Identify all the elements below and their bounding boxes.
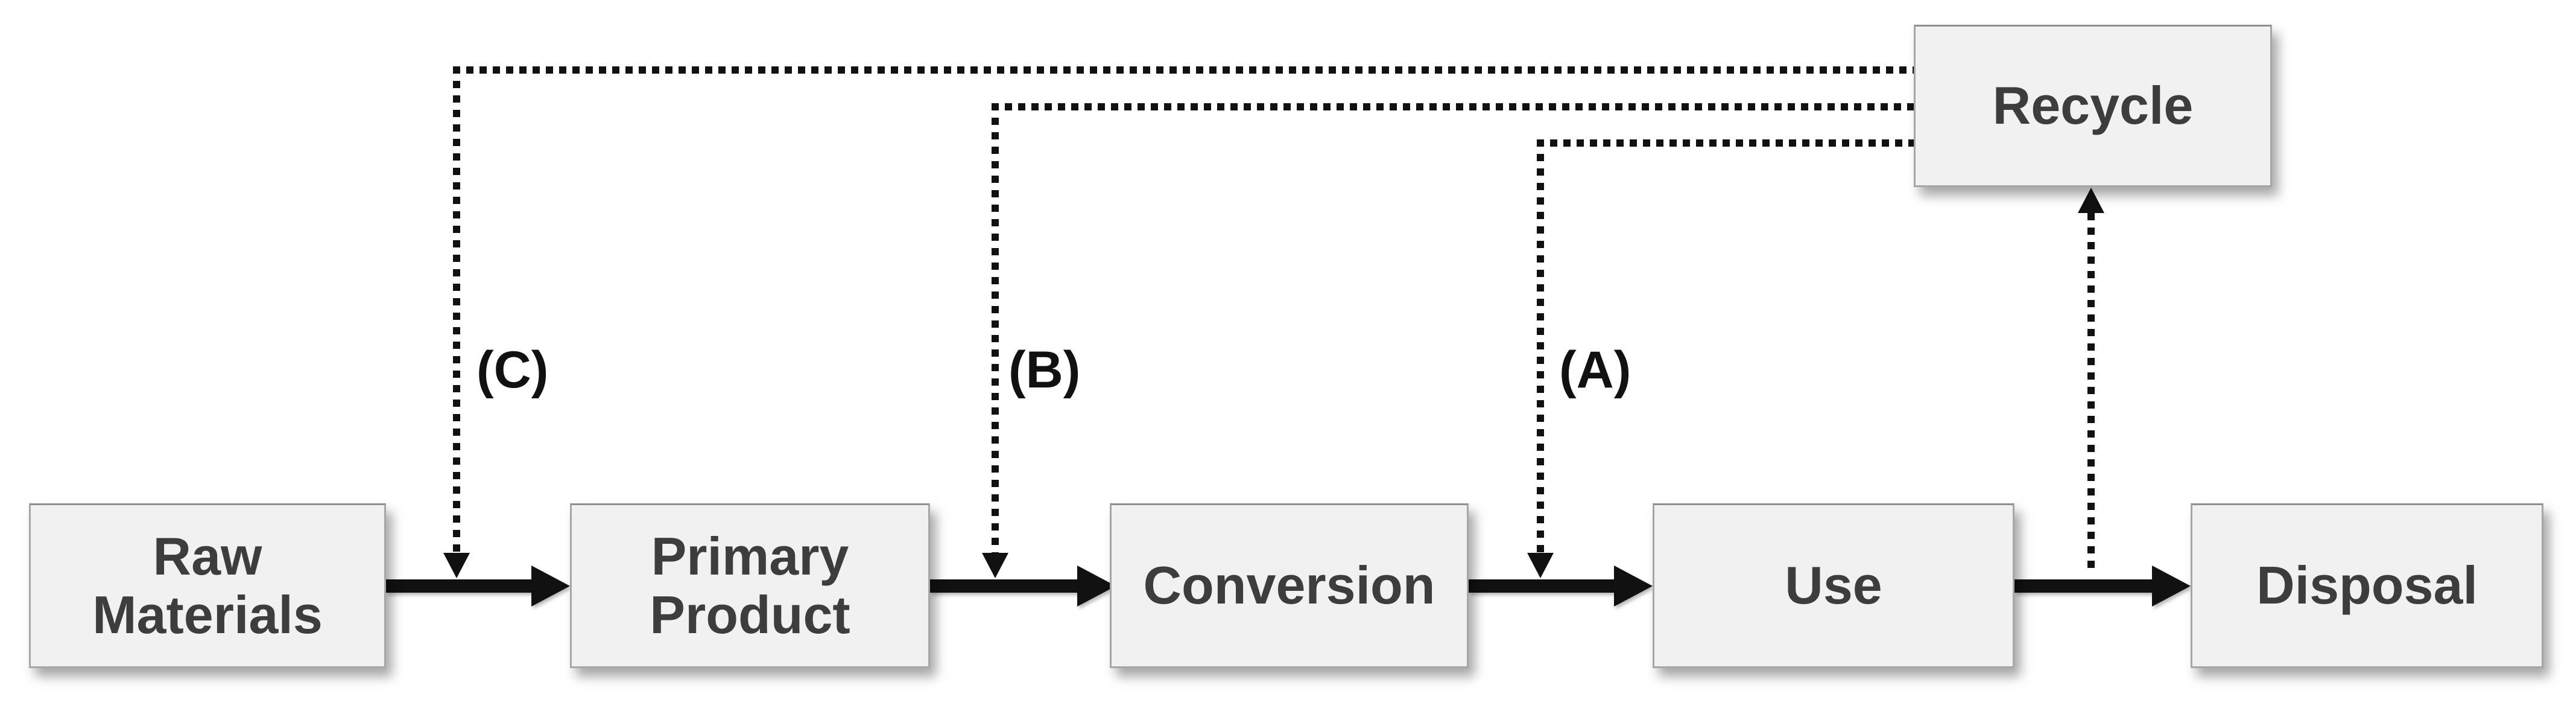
node-primary-product: Primary Product: [570, 503, 930, 668]
node-raw-materials-label: Raw Materials: [92, 526, 323, 645]
arrow-conversion-to-use-head-icon: [1614, 566, 1653, 607]
label-a: (A): [1559, 341, 1631, 399]
arrowhead-down-c-icon: [443, 553, 470, 578]
arrowhead-up-recycle-icon: [2078, 188, 2104, 213]
node-conversion-label: Conversion: [1143, 555, 1435, 616]
recycle-line-a-vertical: [1537, 139, 1544, 553]
arrow-primary-to-conversion-head-icon: [1077, 566, 1116, 607]
label-c: (C): [476, 341, 549, 399]
arrow-use-to-disposal-shaft: [2014, 579, 2152, 593]
recycle-line-b-vertical: [992, 103, 999, 553]
node-recycle-label: Recycle: [1992, 75, 2194, 136]
arrow-raw-to-primary-shaft: [386, 579, 531, 593]
arrow-primary-to-conversion-shaft: [930, 579, 1077, 593]
recycle-line-c-horizontal: [453, 66, 1914, 74]
recycle-line-b-horizontal: [992, 103, 1914, 110]
label-b: (B): [1008, 341, 1081, 399]
node-recycle: Recycle: [1914, 25, 2272, 187]
arrowhead-down-b-icon: [982, 553, 1008, 578]
arrowhead-down-a-icon: [1527, 553, 1554, 578]
node-disposal: Disposal: [2191, 503, 2543, 668]
arrow-conversion-to-use-shaft: [1469, 579, 1614, 593]
node-disposal-label: Disposal: [2256, 555, 2478, 616]
use-to-recycle-line: [2087, 213, 2095, 573]
arrow-use-to-disposal-head-icon: [2152, 566, 2191, 607]
recycle-line-a-horizontal: [1537, 139, 1914, 147]
node-use: Use: [1653, 503, 2014, 668]
arrow-raw-to-primary-head-icon: [531, 566, 570, 607]
node-raw-materials: Raw Materials: [29, 503, 386, 668]
node-primary-product-label: Primary Product: [650, 526, 850, 645]
node-conversion: Conversion: [1110, 503, 1469, 668]
node-use-label: Use: [1785, 555, 1882, 616]
recycle-line-c-vertical: [453, 66, 460, 553]
